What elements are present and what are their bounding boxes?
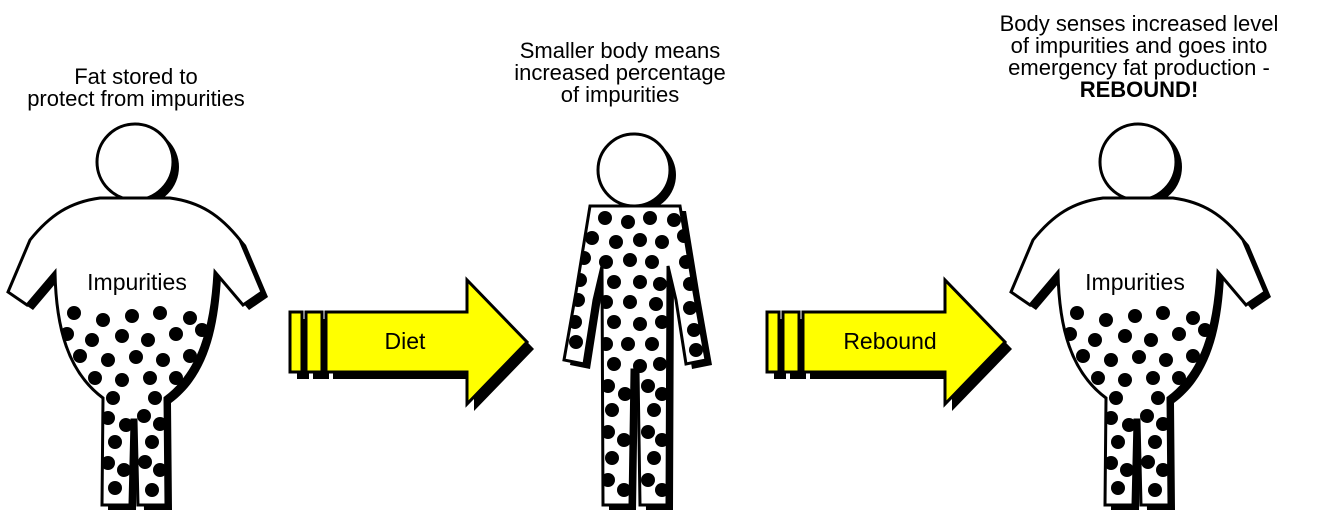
impurities-label: Impurities [1085,269,1185,295]
arrow-label: Diet [385,328,427,354]
figure-fat-body-right: Impurities [1011,124,1271,510]
arrow-tail-bar [767,312,779,372]
head [598,134,670,206]
figure-thin-body [564,134,712,510]
arrow-tail-bar [783,312,799,372]
arrow-rebound: Rebound [767,280,1012,411]
arrow-tail-bar [306,312,322,372]
head [97,124,173,200]
head [1100,124,1176,200]
figure-fat-body-left: Impurities [8,124,268,510]
impurities-label: Impurities [87,269,187,295]
arrow-label: Rebound [843,328,936,354]
arrow-tail-bar [290,312,302,372]
arrow-diet: Diet [290,280,534,411]
